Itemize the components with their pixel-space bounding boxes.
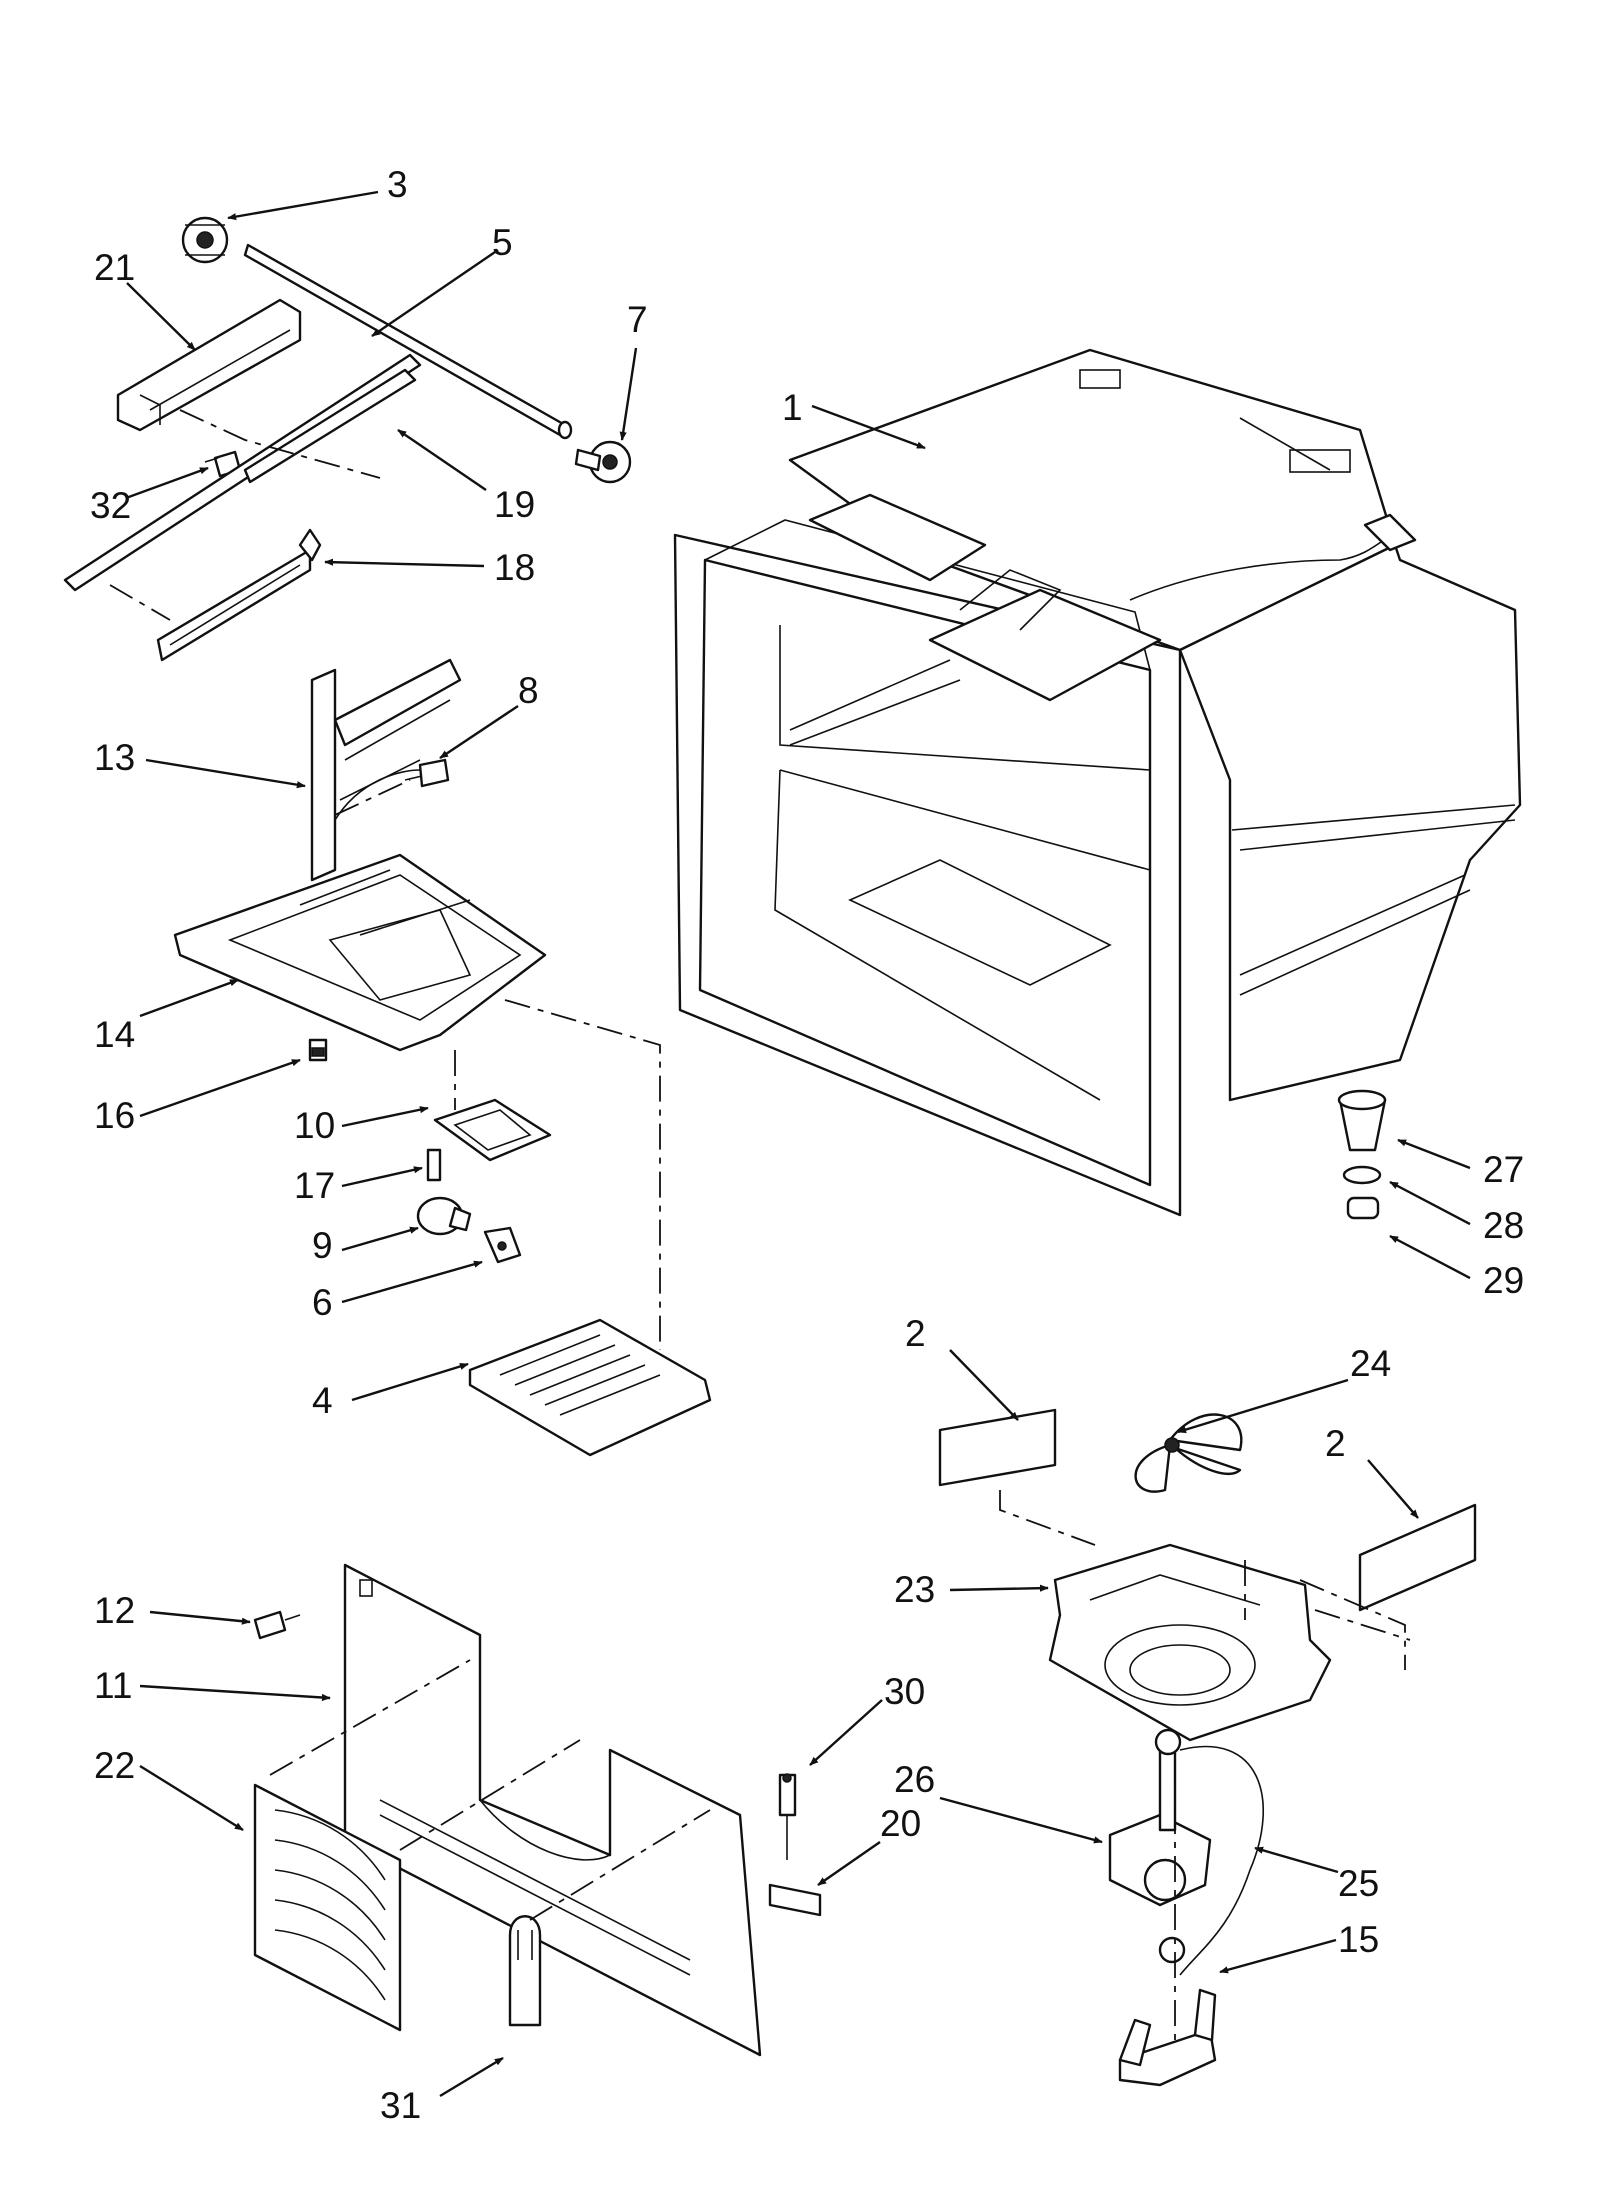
callout-14: 14 [94,1014,135,1055]
callout-9: 9 [312,1225,333,1266]
callout-15: 15 [1338,1919,1379,1960]
leader-lines [125,190,1471,2098]
part-18-bracket [156,528,322,662]
callout-26: 26 [894,1759,935,1800]
part-31-clip [508,1915,542,2027]
part-16-clip [308,1038,328,1062]
part-21-bracket [116,298,302,432]
part-10-light-socket-cover [433,1098,552,1162]
callout-6: 6 [312,1282,333,1323]
callout-23: 23 [894,1569,935,1610]
part-15-motor-bracket [1118,1988,1217,2087]
part-11-rear-panel [343,1563,762,2057]
part-1-freezer-liner [673,348,1522,1217]
callout-27: 27 [1483,1149,1524,1190]
part-9-bulb [416,1196,472,1236]
part-17-screw [426,1148,442,1182]
callout-22: 22 [94,1745,135,1786]
part-27-drain-cup [1337,1089,1387,1152]
part-29-plug [1346,1196,1380,1220]
callout-5: 5 [492,222,513,263]
part-25-wire-harness [1158,1745,1264,1976]
part-22-grille [253,1783,402,2032]
part-3-gear [181,216,229,264]
callout-2-left: 2 [905,1313,926,1354]
part-14-tray [173,853,547,1052]
callout-19: 19 [494,484,535,525]
part-20-foam-strip [768,1883,822,1917]
part-24-fan-blade [1134,1413,1243,1493]
callout-16: 16 [94,1095,135,1136]
callout-13: 13 [94,737,135,778]
callout-21: 21 [94,247,135,288]
callout-labels: 1 2 2 3 4 5 6 7 8 9 10 11 12 13 14 15 16… [90,164,1524,2126]
part-5-rod [243,243,573,440]
part-28-o-ring [1342,1165,1382,1185]
part-13-housing [310,658,462,882]
callout-8: 8 [518,670,539,711]
part-2-insulation-right [1358,1503,1477,1612]
callout-28: 28 [1483,1205,1524,1246]
callout-17: 17 [294,1165,335,1206]
callout-29: 29 [1483,1260,1524,1301]
part-2-insulation-left [938,1408,1057,1487]
part-23-fan-housing [1048,1543,1332,1742]
part-7-gear [574,440,632,484]
callout-10: 10 [294,1105,335,1146]
part-8-screw [404,758,450,788]
callout-18: 18 [494,547,535,588]
callout-25: 25 [1338,1863,1379,1904]
part-4-light-shield [468,1318,712,1457]
part-30-thermistor [778,1773,797,1860]
callout-31: 31 [380,2085,421,2126]
assembly-lines [109,409,1411,2045]
callout-7: 7 [627,299,648,340]
callout-11: 11 [94,1665,132,1706]
callout-2-right: 2 [1325,1423,1346,1464]
callout-1: 1 [782,387,803,428]
callout-3: 3 [387,164,408,205]
callout-32: 32 [90,485,131,526]
callout-30: 30 [884,1671,925,1712]
callout-4: 4 [312,1380,333,1421]
part-26-fan-motor [1108,1728,1212,1907]
callout-24: 24 [1350,1343,1391,1384]
callout-20: 20 [880,1803,921,1844]
callout-12: 12 [94,1590,135,1631]
part-12-screw [253,1610,301,1640]
part-6-socket [483,1226,522,1264]
part-19-slide-rail [63,353,422,592]
